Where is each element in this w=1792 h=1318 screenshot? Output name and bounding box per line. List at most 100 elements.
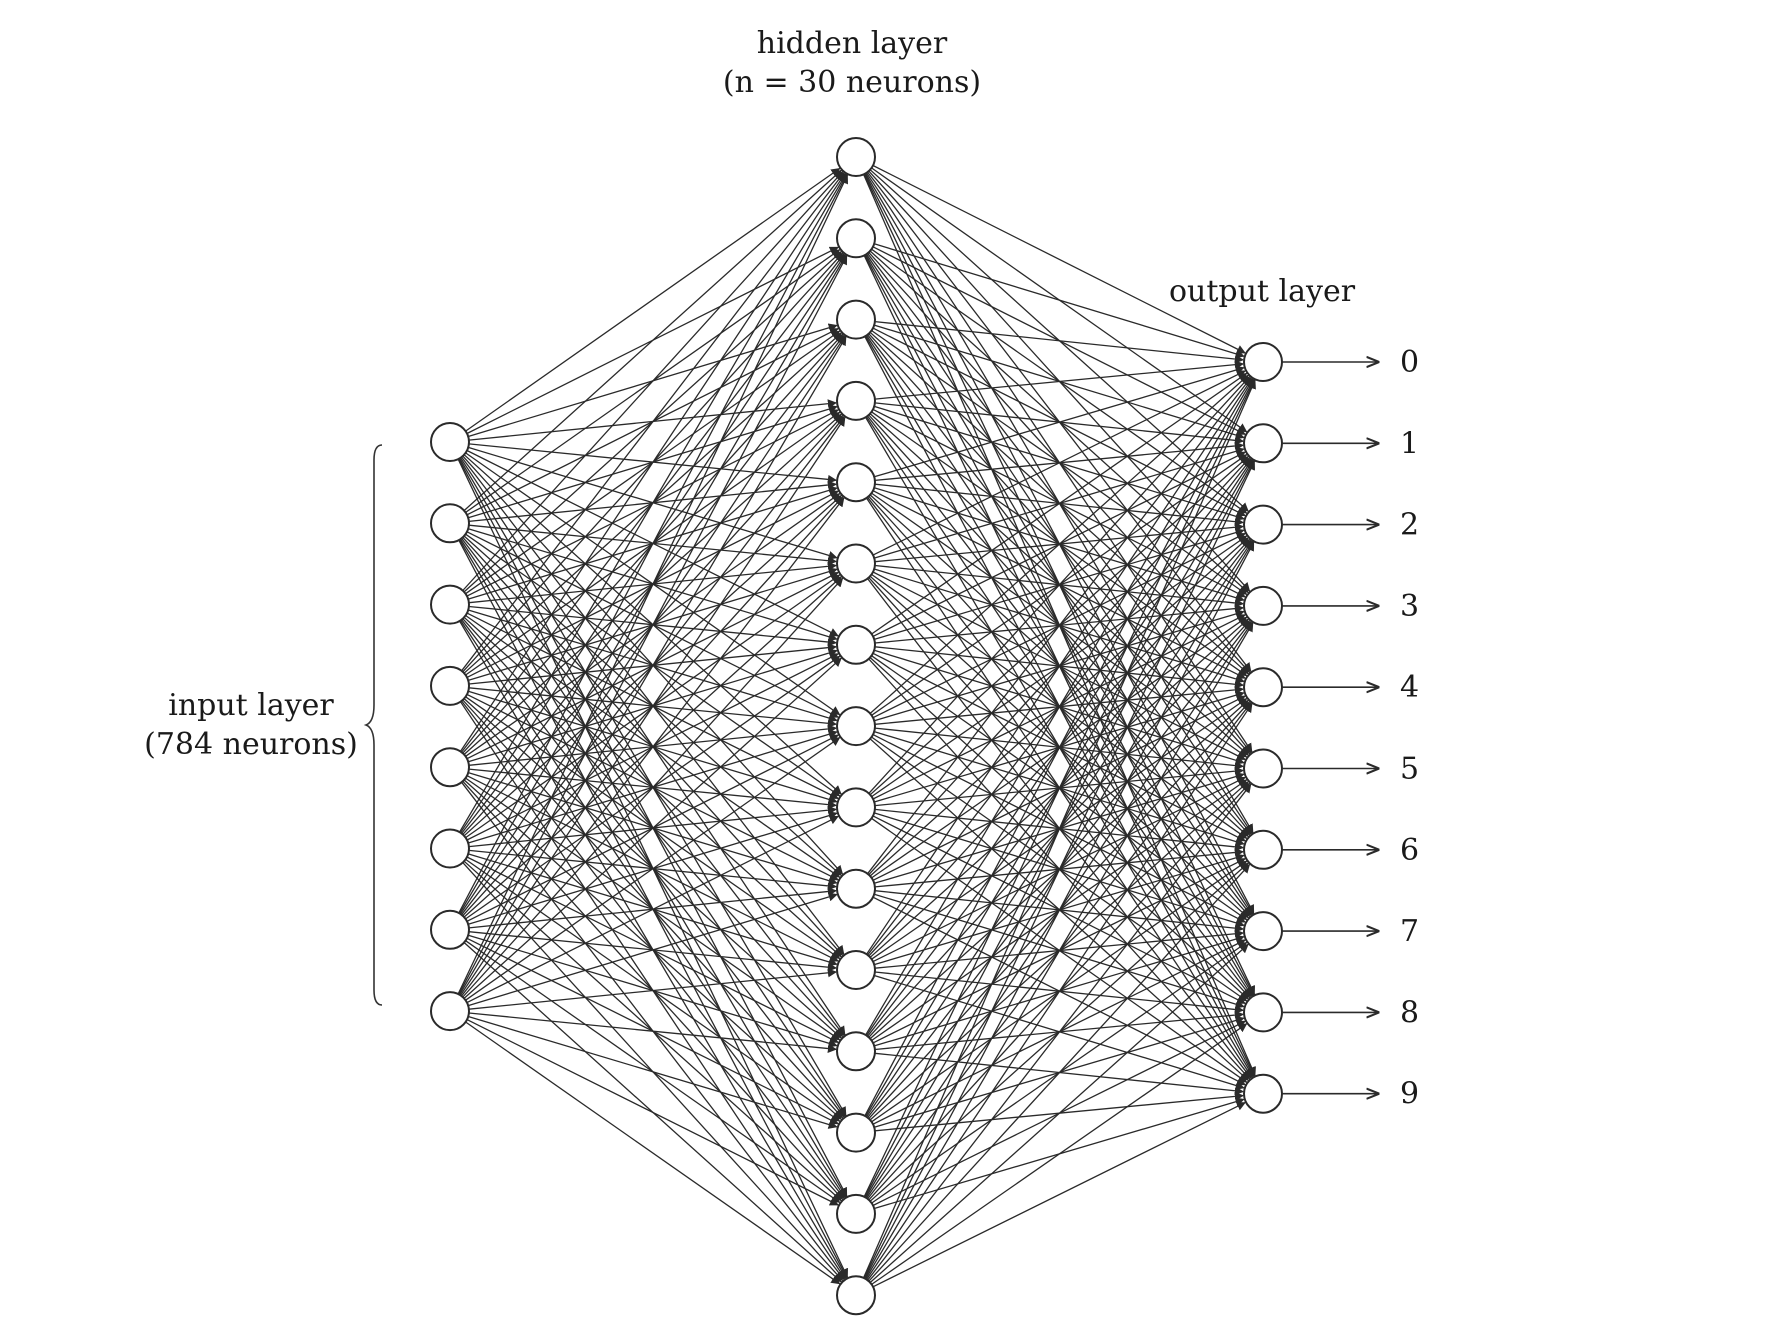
input-neuron [430, 909, 470, 950]
output-digit-label: 5 [1400, 752, 1419, 787]
output-layer-neurons [1243, 342, 1283, 1114]
connection-hidden-output [863, 460, 1255, 1279]
connection-input-hidden [459, 416, 846, 996]
connection-input-hidden [462, 577, 844, 998]
connection-input-hidden [468, 892, 838, 1007]
connection-hidden-output [872, 370, 1246, 556]
output-neuron [1243, 1073, 1283, 1114]
connection-hidden-output [872, 1102, 1246, 1288]
connection-hidden-output [867, 783, 1252, 1281]
connection-hidden-output [866, 703, 1253, 1280]
output-digit-label: 6 [1400, 833, 1419, 868]
connection-hidden-output [868, 376, 1251, 794]
input-neuron [430, 584, 470, 625]
hidden-neuron [836, 1031, 876, 1072]
connection-hidden-output [872, 164, 1246, 354]
hidden-neuron [836, 1112, 876, 1153]
connection-hidden-output [865, 622, 1254, 1280]
output-digit-label: 1 [1400, 426, 1419, 461]
connection-input-hidden [465, 737, 841, 1001]
input-layer-subtitle: (784 neurons) [144, 727, 358, 762]
output-digit-label: 8 [1400, 995, 1419, 1030]
connection-hidden-output [869, 943, 1249, 1283]
connection-input-hidden [466, 815, 839, 1004]
hidden-neuron [836, 624, 876, 665]
hidden-neuron [836, 1275, 876, 1316]
connection-input-hidden [457, 174, 848, 995]
output-neuron [1243, 829, 1283, 870]
output-neuron [1243, 342, 1283, 382]
output-layer-title: output layer [1169, 274, 1356, 309]
hidden-neuron [836, 706, 876, 747]
connection-input-hidden [468, 1015, 838, 1129]
connection-input-hidden [462, 171, 844, 591]
connection-input-hidden [466, 1019, 839, 1206]
connection-hidden-output [871, 1023, 1248, 1285]
hidden-layer-neurons [836, 137, 876, 1316]
connection-hidden-output [874, 320, 1245, 364]
output-neuron [1243, 423, 1283, 464]
hidden-neuron [836, 787, 876, 828]
output-digit-label: 3 [1400, 589, 1419, 624]
input-layer-neurons [430, 422, 470, 1032]
connection-input-hidden [459, 336, 847, 996]
connection-input-hidden [459, 172, 846, 752]
connection-hidden-output [869, 374, 1249, 714]
hidden-neuron [836, 137, 876, 177]
hidden-neuron [836, 218, 876, 259]
input-neuron [430, 991, 470, 1032]
connection-input-hidden [463, 169, 842, 512]
hidden-neuron [836, 868, 876, 909]
output-arrows [1282, 362, 1378, 1094]
output-neuron [1243, 585, 1283, 626]
connection-hidden-output [874, 360, 1245, 400]
connection-input-hidden [459, 173, 847, 833]
connection-hidden-output [871, 372, 1248, 635]
connection-input-hidden [468, 1012, 838, 1054]
connection-hidden-output [863, 379, 1255, 1198]
output-digit-label: 0 [1400, 345, 1419, 380]
output-digit-label: 9 [1400, 1077, 1419, 1112]
connection-input-hidden [463, 657, 842, 999]
connection-hidden-output [864, 378, 1255, 1117]
hidden-neuron [836, 950, 876, 990]
hidden-neuron [836, 543, 876, 584]
connection-hidden-output [874, 243, 1245, 359]
connection-hidden-output [867, 377, 1252, 875]
connection-hidden-output [866, 377, 1253, 955]
output-neuron [1243, 748, 1283, 789]
input-neuron [430, 665, 470, 706]
input-neuron [430, 747, 470, 788]
output-digit-label: 2 [1400, 508, 1419, 543]
hidden-neuron [836, 462, 876, 503]
connection-hidden-output [868, 863, 1251, 1282]
connection-input-hidden [465, 1021, 841, 1285]
output-digit-label: 4 [1400, 670, 1419, 705]
connection-hidden-output [865, 378, 1254, 1036]
output-neuron [1243, 667, 1283, 708]
connection-input-hidden [458, 255, 848, 995]
output-neuron [1243, 911, 1283, 952]
output-neuron [1243, 504, 1283, 545]
hidden-to-output-connections [863, 164, 1256, 1288]
connection-hidden-output [874, 365, 1245, 478]
input-neuron [430, 503, 470, 544]
connection-hidden-output [864, 541, 1255, 1279]
input-layer-title: input layer [168, 688, 334, 723]
connection-input-hidden [461, 497, 845, 997]
connection-input-hidden [458, 173, 848, 914]
input-layer-brace [363, 444, 383, 1006]
input-neuron [430, 828, 470, 869]
output-neuron [1243, 992, 1283, 1033]
hidden-neuron [836, 299, 876, 340]
connection-input-hidden [468, 968, 838, 1010]
connection-input-hidden [461, 172, 845, 672]
hidden-layer-subtitle: (n = 30 neurons) [723, 65, 981, 100]
hidden-neuron [836, 380, 876, 421]
input-to-hidden-connections [457, 167, 848, 1285]
input-neuron [430, 422, 470, 462]
connection-hidden-output [863, 379, 1256, 1279]
hidden-layer-title: hidden layer [757, 26, 948, 61]
